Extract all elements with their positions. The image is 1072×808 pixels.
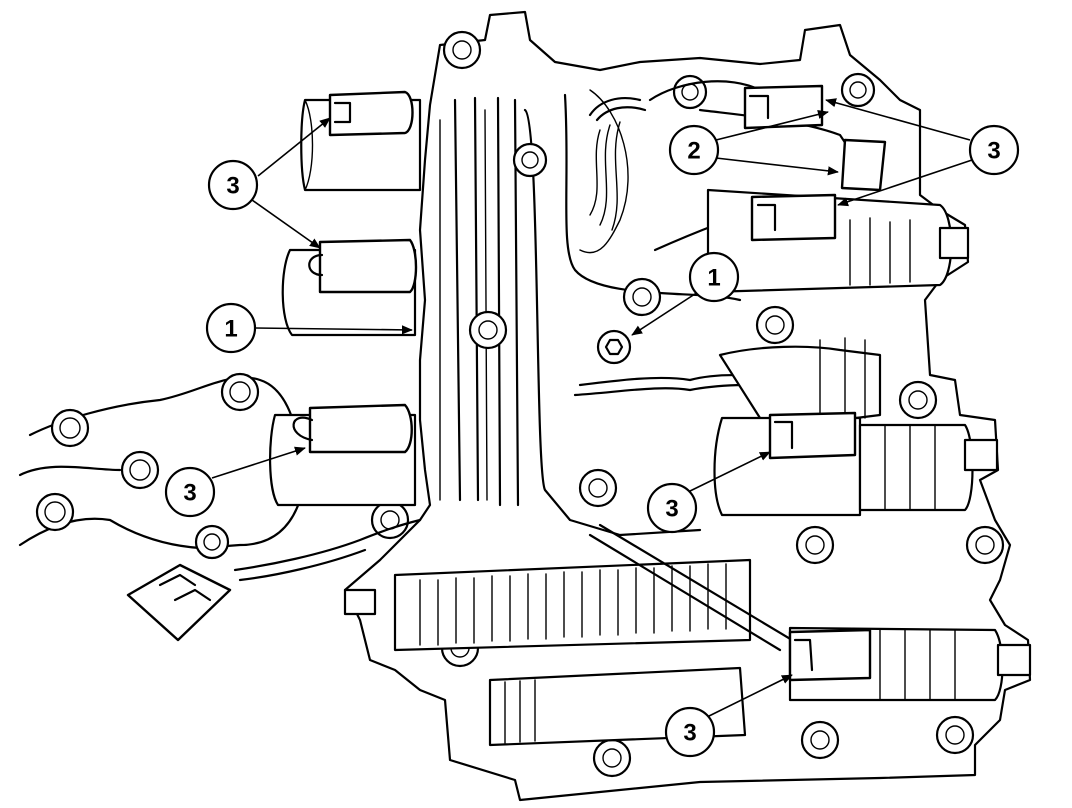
connectors (126, 84, 887, 682)
callout-label: 3 (226, 173, 239, 200)
callout-label: 3 (987, 138, 1000, 165)
callout-label: 3 (683, 720, 696, 747)
callout-3-lower-left: 3 (164, 466, 216, 518)
callout-3-upper-left: 3 (207, 159, 259, 211)
left-bracket (18, 372, 302, 560)
retaining-bolt (596, 329, 632, 365)
callout-3-middle-right: 3 (646, 482, 698, 534)
callout-1-left: 1 (205, 302, 257, 354)
callout-label: 2 (687, 138, 700, 165)
callout-label: 3 (183, 480, 196, 507)
accumulator-springs (343, 523, 794, 747)
callout-label: 1 (224, 316, 237, 343)
callout-3-bottom: 3 (664, 706, 716, 758)
callout-label: 1 (707, 265, 720, 292)
callout-3-upper-right: 3 (968, 124, 1020, 176)
callout-label: 3 (665, 496, 678, 523)
callout-1-center: 1 (688, 251, 740, 303)
leader-lines (211, 98, 973, 719)
callout-2: 2 (668, 124, 720, 176)
